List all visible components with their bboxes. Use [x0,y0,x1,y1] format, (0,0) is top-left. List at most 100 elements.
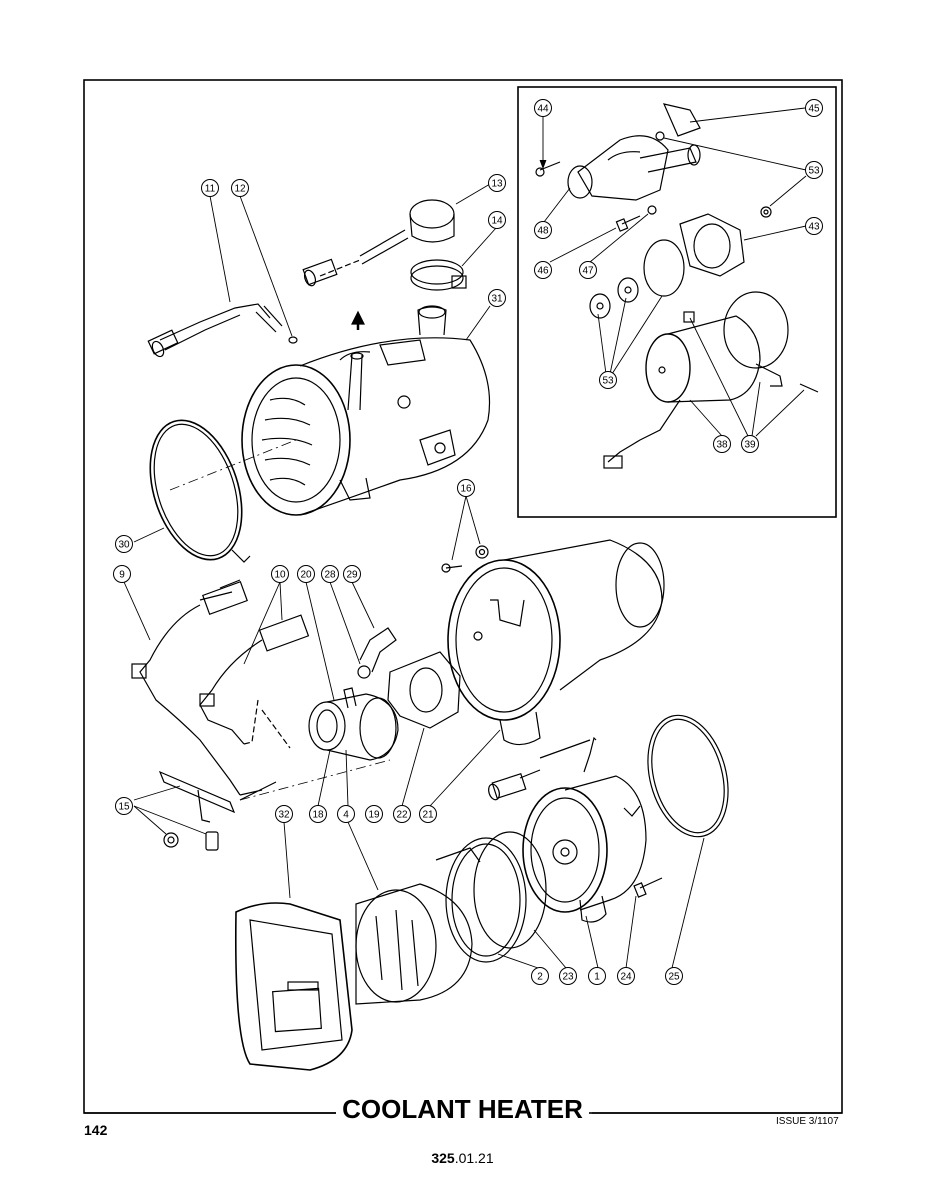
callout-53: 53 [599,371,617,389]
callout-circle [231,179,249,197]
callout-number: 2 [537,972,543,983]
inset-frame [517,86,837,518]
impellers-53 [589,277,639,319]
callout-circle [365,805,383,823]
callout-number: 47 [582,266,594,277]
callout-number: 44 [537,104,549,115]
leader-lines [123,107,807,969]
callout-21: 21 [419,805,437,823]
pump-housing-43 [679,206,772,277]
centre-line-lower [239,759,391,801]
callout-number: 53 [808,166,820,177]
callout-29: 29 [343,565,361,583]
burner-housing-21 [447,539,665,746]
callout-20: 20 [297,565,315,583]
callout-2: 2 [531,967,549,985]
callout-circle [419,805,437,823]
heat-exchanger-31 [241,305,491,516]
callout-9: 9 [113,565,131,583]
wiring-harness-10 [199,614,310,749]
callout-22: 22 [393,805,411,823]
callout-number: 28 [324,570,336,581]
callout-30: 30 [115,535,133,553]
callout-number: 14 [491,216,503,227]
outer-frame [83,79,843,1114]
callout-circle [665,967,683,985]
callout-number: 11 [205,184,216,195]
callout-circle [309,805,327,823]
callout-circle [534,221,552,239]
callout-number: 43 [808,222,820,233]
callout-circle [297,565,315,583]
washer-47 [647,205,657,215]
callout-number: 31 [491,294,503,305]
callout-23: 23 [559,967,577,985]
screw-46 [615,215,641,232]
callout-11: 11 [201,179,219,197]
callout-number: 46 [537,266,549,277]
callout-24: 24 [617,967,635,985]
callout-45: 45 [805,99,823,117]
callout-number: 16 [460,484,472,495]
callout-circle [113,565,131,583]
o-ring-12 [288,336,298,344]
callout-number: 19 [368,810,380,821]
callout-number: 45 [808,104,820,115]
callout-circle [559,967,577,985]
wiring-harness-9 [131,579,277,801]
callout-number: 25 [668,972,680,983]
cap-45 [655,103,701,141]
callout-25: 25 [665,967,683,985]
reference-rest: .01.21 [454,1150,494,1166]
callout-number: 48 [537,226,549,237]
callout-circle [588,967,606,985]
combustion-air-pipe-20 [308,687,399,761]
callout-number: 4 [343,810,349,821]
callout-number: 53 [602,376,614,387]
callout-number: 22 [396,810,408,821]
hose-13 [302,199,455,287]
fuel-pipe-blower [488,739,591,801]
callout-38: 38 [713,435,731,453]
callout-number: 30 [118,540,130,551]
screw-24 [633,877,663,898]
callout-circle [201,179,219,197]
callout-circle [805,217,823,235]
document-reference: 325.01.21 [0,1150,925,1166]
reference-bold: 325 [431,1150,455,1166]
callout-number: 38 [716,440,728,451]
page-number: 142 [84,1122,108,1138]
callout-number: 23 [562,972,574,983]
screws-16 [441,545,489,573]
callout-number: 1 [594,972,600,983]
clip-39 [683,311,819,393]
hose-clamp-14 [410,259,467,291]
callout-circle [617,967,635,985]
callout-circle [534,261,552,279]
callout-circle [343,565,361,583]
callout-circle [393,805,411,823]
callout-39: 39 [741,435,759,453]
callout-number: 10 [274,570,286,581]
screw-44 [535,161,561,177]
page-title: COOLANT HEATER [0,1094,925,1125]
callout-number: 32 [278,810,290,821]
callout-14: 14 [488,211,506,229]
callout-19: 19 [365,805,383,823]
callout-number: 9 [119,570,125,581]
callout-number: 15 [118,802,130,813]
callout-4: 4 [337,805,355,823]
callout-47: 47 [579,261,597,279]
callout-10: 10 [271,565,289,583]
callout-16: 16 [457,479,475,497]
callout-circle [531,967,549,985]
callout-48: 48 [534,221,552,239]
callout-43: 43 [805,217,823,235]
gasket-22 [387,651,461,729]
callout-number: 18 [312,810,324,821]
callout-number: 13 [491,179,503,190]
callout-circle [275,805,293,823]
callout-circle [321,565,339,583]
callout-46: 46 [534,261,552,279]
